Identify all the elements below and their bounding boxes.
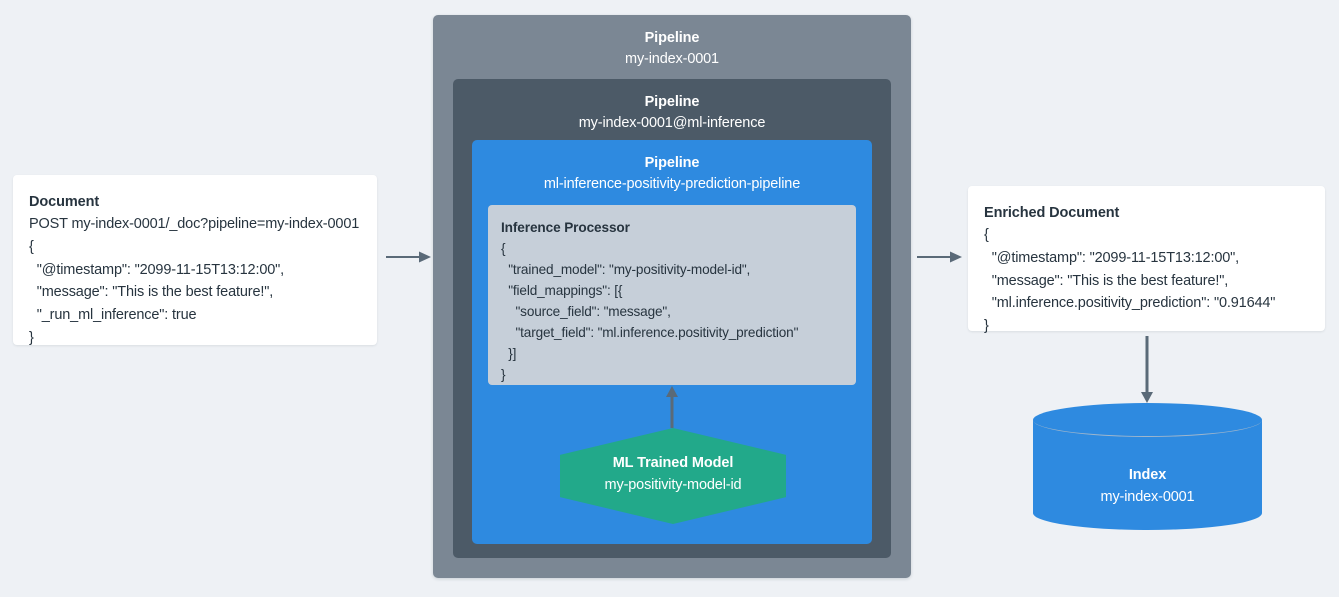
enriched-document-line: } [984,317,989,334]
inference-processor-line: "target_field": "ml.inference.positivity… [501,325,799,340]
pipeline-to-enriched-document-arrow-icon [917,251,962,263]
document-card-line: POST my-index-0001/_doc?pipeline=my-inde… [29,216,360,233]
pipeline-mid-box: Pipeline my-index-0001@ml-inference Pipe… [453,79,891,558]
enriched-document-line: "ml.inference.positivity_prediction": "0… [984,295,1276,312]
document-card-title: Document [29,194,100,210]
enriched-document-line: "@timestamp": "2099-11-15T13:12:00", [984,250,1240,267]
pipeline-inner-box: Pipeline ml-inference-positivity-predict… [472,140,872,544]
inference-processor-line: { [501,241,506,256]
index-node-label: Index my-index-0001 [1033,465,1262,509]
enriched-document-line: "message": "This is the best feature!", [984,272,1229,289]
document-card-line: "_run_ml_inference": true [29,306,197,323]
index-node-name: my-index-0001 [1100,488,1195,505]
inference-processor-box: Inference Processor { "trained_model": "… [488,205,856,385]
inference-processor-line: }] [501,346,517,361]
ml-trained-model-kind: ML Trained Model [612,455,734,471]
pipeline-inner-kind: Pipeline [644,155,700,171]
ml-trained-model-name: my-positivity-model-id [604,476,742,493]
enriched-document-to-index-arrow-icon [1141,336,1153,403]
index-node-kind: Index [1128,467,1167,483]
index-node: Index my-index-0001 [1033,403,1262,530]
pipeline-mid-name: my-index-0001@ml-inference [578,115,766,132]
pipeline-outer-header: Pipeline my-index-0001 [433,15,911,71]
pipeline-outer-box: Pipeline my-index-0001 Pipeline my-index… [433,15,911,578]
pipeline-outer-kind: Pipeline [644,30,700,46]
inference-processor-line: "source_field": "message", [501,304,671,319]
document-card-line: "@timestamp": "2099-11-15T13:12:00", [29,261,285,278]
enriched-document-line: { [984,227,989,244]
model-to-inference-processor-arrow-icon [666,386,678,428]
enriched-document-card: Enriched Document { "@timestamp": "2099-… [968,186,1325,334]
cylinder-top [1033,403,1262,437]
document-to-pipeline-arrow-icon [386,251,431,263]
pipeline-inner-name: ml-inference-positivity-prediction-pipel… [543,176,801,193]
document-card-line: } [29,329,34,346]
enriched-document-title: Enriched Document [984,205,1120,221]
document-card: Document POST my-index-0001/_doc?pipelin… [13,175,377,346]
pipeline-mid-header: Pipeline my-index-0001@ml-inference [453,79,891,135]
inference-processor-line: "trained_model": "my-positivity-model-id… [501,262,751,277]
pipeline-mid-kind: Pipeline [644,94,700,110]
inference-processor-title: Inference Processor [501,220,630,235]
inference-processor-line: "field_mappings": [{ [501,283,623,298]
document-card-line: { [29,239,34,256]
pipeline-outer-name: my-index-0001 [625,51,719,68]
document-card-line: "message": "This is the best feature!", [29,284,274,301]
pipeline-inner-header: Pipeline ml-inference-positivity-predict… [472,140,872,196]
inference-processor-line: } [501,367,506,382]
